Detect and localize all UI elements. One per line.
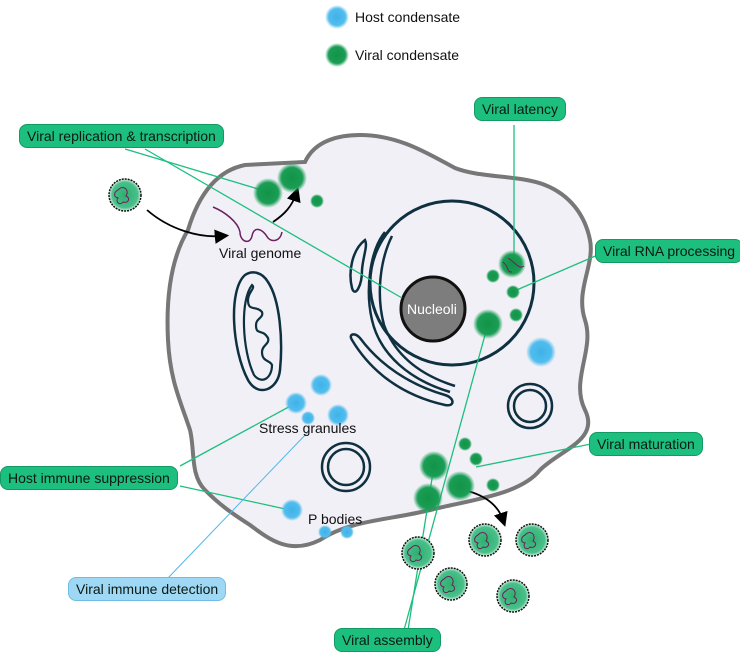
virion [108, 178, 142, 212]
legend-viral-dot [325, 43, 349, 67]
p-bodies-label: P bodies [308, 511, 363, 527]
viral-condensates [253, 163, 526, 513]
replication-arrow [272, 187, 301, 223]
legend-viral-label: Viral condensate [355, 47, 460, 63]
endoplasmic-reticulum [349, 238, 368, 293]
label-viral-replication: Viral replication & transcription [19, 124, 224, 148]
vesicle [506, 382, 554, 430]
label-viral-immune-detection: Viral immune detection [68, 577, 227, 601]
latent-genome [502, 257, 525, 273]
label-viral-latency: Viral latency [474, 97, 567, 121]
host-condensates [281, 337, 556, 539]
legend-host-label: Host condensate [355, 9, 461, 25]
virion [401, 536, 435, 570]
label-viral-maturation: Viral maturation [589, 432, 703, 456]
viral-genome-strand [212, 206, 283, 243]
viral-genome-label: Viral genome [219, 245, 302, 261]
nucleoli-label: Nucleoli [407, 301, 457, 317]
virion [434, 567, 468, 601]
virion [515, 523, 549, 557]
label-host-immune-suppression: Host immune suppression [0, 466, 178, 490]
entry-arrow [146, 209, 230, 244]
legend-host-dot [325, 5, 349, 29]
mitochondrion [232, 271, 283, 392]
label-viral-assembly: Viral assembly [334, 628, 441, 652]
virion [468, 523, 502, 557]
stress-granules-label: Stress granules [259, 420, 357, 436]
nucleoli [399, 275, 467, 343]
vesicle [320, 441, 372, 493]
virion [496, 579, 530, 613]
virions [108, 178, 549, 613]
label-viral-rna-processing: Viral RNA processing [595, 239, 740, 263]
